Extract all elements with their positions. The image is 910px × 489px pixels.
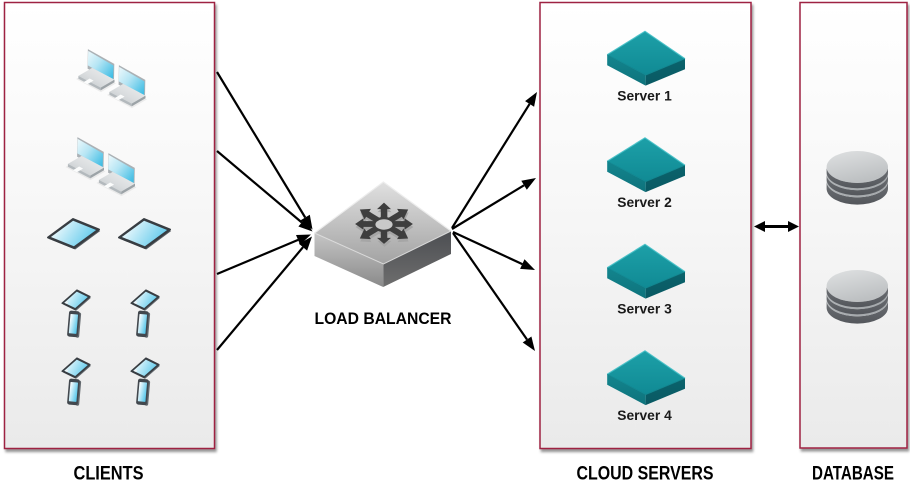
svg-text:Server 2: Server 2 (617, 195, 672, 210)
svg-text:Server 1: Server 1 (617, 88, 672, 103)
svg-text:DATABASE: DATABASE (812, 464, 894, 485)
svg-text:LOAD BALANCER: LOAD BALANCER (315, 309, 452, 328)
svg-text:Server 3: Server 3 (617, 301, 672, 316)
svg-text:CLOUD SERVERS: CLOUD SERVERS (577, 464, 714, 485)
svg-text:Server 4: Server 4 (617, 408, 672, 423)
svg-text:CLIENTS: CLIENTS (74, 464, 144, 485)
